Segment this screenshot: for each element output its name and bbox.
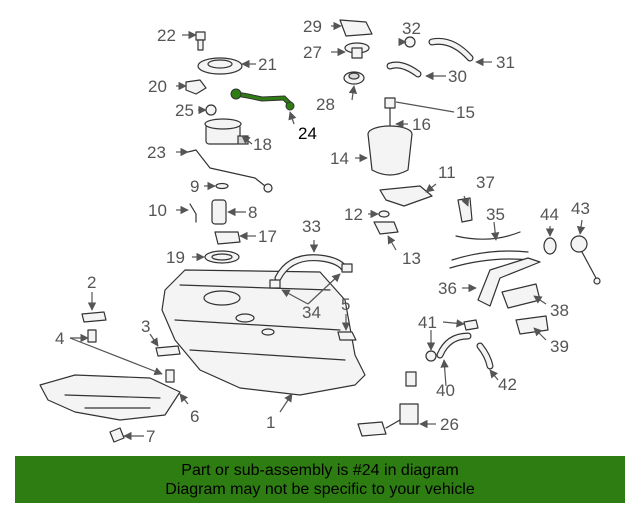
retainer-ring-part-21[interactable] xyxy=(197,57,243,75)
fuel-filter-part-14[interactable] xyxy=(367,97,413,176)
clamp-part-41[interactable] xyxy=(425,319,479,362)
callout-38: 38 xyxy=(550,301,569,320)
callout-4: 4 xyxy=(55,329,64,348)
pump-part-8[interactable] xyxy=(211,199,227,225)
callout-2: 2 xyxy=(87,273,96,292)
callout-13: 13 xyxy=(402,249,421,268)
hose-part-31[interactable] xyxy=(428,37,474,62)
callout-8: 8 xyxy=(248,203,257,222)
callout-7: 7 xyxy=(146,427,155,446)
footer-line-2: Diagram may not be specific to your vehi… xyxy=(165,481,475,498)
bracket-part-3[interactable] xyxy=(155,345,181,357)
callout-44: 44 xyxy=(540,205,559,224)
callout-18: 18 xyxy=(253,135,272,154)
callout-30: 30 xyxy=(448,67,467,86)
callout-41: 41 xyxy=(418,313,437,332)
callout-9: 9 xyxy=(190,177,199,196)
clamp-part-44[interactable] xyxy=(543,237,557,255)
grommet-part-12[interactable] xyxy=(378,210,390,218)
tank-protector-part-6[interactable] xyxy=(39,374,181,421)
gauge-arm-part-23[interactable] xyxy=(187,149,273,193)
hose-part-40[interactable] xyxy=(436,332,472,359)
callout-22: 22 xyxy=(157,26,176,45)
callout-29: 29 xyxy=(303,17,322,36)
clamp-part-32[interactable] xyxy=(404,36,416,48)
cap-part-29[interactable] xyxy=(339,19,373,37)
bracket-part-37[interactable] xyxy=(457,197,473,223)
callout-12: 12 xyxy=(344,205,363,224)
callout-32: 32 xyxy=(402,19,421,38)
bracket-part-39[interactable] xyxy=(515,315,549,335)
callout-labels: 22 21 20 25 24 23 18 9 10 8 17 19 29 27 … xyxy=(55,17,590,446)
footer-banner: Part or sub-assembly is #24 in diagram D… xyxy=(15,456,625,503)
footer-line-1: Part or sub-assembly is #24 in diagram xyxy=(181,462,459,479)
valve-part-27[interactable] xyxy=(344,42,370,59)
callout-26: 26 xyxy=(440,415,459,434)
callout-28: 28 xyxy=(316,95,335,114)
bolt-part-22[interactable] xyxy=(195,31,206,51)
clip-part-34b[interactable] xyxy=(341,263,353,273)
callout-5: 5 xyxy=(341,295,350,314)
cushion-part-13[interactable] xyxy=(373,221,399,235)
grommet-part-28[interactable] xyxy=(343,71,365,85)
callout-37: 37 xyxy=(476,173,495,192)
callout-21: 21 xyxy=(258,55,277,74)
oring-part-9[interactable] xyxy=(215,182,229,190)
fuel-tank-part-1[interactable] xyxy=(161,269,366,396)
clamp-part-20[interactable] xyxy=(185,79,207,95)
callout-27: 27 xyxy=(303,43,322,62)
sensor-part-26[interactable] xyxy=(357,371,419,437)
callout-35: 35 xyxy=(486,205,505,224)
clip-part-34a[interactable] xyxy=(269,279,281,289)
callout-23: 23 xyxy=(147,143,166,162)
callout-24: 24 xyxy=(298,124,317,143)
callout-31: 31 xyxy=(496,53,515,72)
callout-20: 20 xyxy=(148,77,167,96)
callout-33: 33 xyxy=(302,217,321,236)
callout-42: 42 xyxy=(498,375,517,394)
callout-39: 39 xyxy=(550,337,569,356)
sender-gauge-part-18[interactable] xyxy=(204,118,249,145)
callout-1: 1 xyxy=(266,413,275,432)
callout-11: 11 xyxy=(438,163,456,182)
filler-pipe-part-36[interactable] xyxy=(449,250,541,307)
cap-part-43[interactable] xyxy=(570,235,601,285)
bolt-part-4[interactable] xyxy=(87,329,175,383)
callout-43: 43 xyxy=(571,199,590,218)
callout-25: 25 xyxy=(175,101,194,120)
callout-15: 15 xyxy=(456,103,475,122)
plug-part-2[interactable] xyxy=(81,311,107,323)
parts-diagram: 22 21 20 25 24 23 18 9 10 8 17 19 29 27 … xyxy=(39,17,601,446)
callout-36: 36 xyxy=(438,279,457,298)
fuel-line-part-24[interactable] xyxy=(230,88,295,111)
callout-14: 14 xyxy=(330,149,349,168)
clip-part-7[interactable] xyxy=(109,427,125,443)
filter-part-17[interactable] xyxy=(214,231,241,245)
bracket-part-11[interactable] xyxy=(379,185,433,207)
breather-tube-part-35[interactable] xyxy=(455,231,521,240)
vent-hose-part-33[interactable] xyxy=(274,254,348,282)
callout-40: 40 xyxy=(436,381,455,400)
callout-17: 17 xyxy=(258,227,277,246)
leader-lines xyxy=(69,21,586,441)
hose-part-42[interactable] xyxy=(476,342,494,370)
pad-part-5[interactable] xyxy=(337,331,357,341)
wire-part-10[interactable] xyxy=(189,203,197,223)
callout-19: 19 xyxy=(166,248,185,267)
callout-3: 3 xyxy=(141,317,150,336)
gasket-part-19[interactable] xyxy=(204,250,240,264)
callout-34: 34 xyxy=(302,303,321,322)
callout-6: 6 xyxy=(190,407,199,426)
callout-10: 10 xyxy=(148,201,167,220)
clip-part-25[interactable] xyxy=(205,104,217,116)
callout-16: 16 xyxy=(412,115,431,134)
hose-part-30[interactable] xyxy=(386,61,422,78)
